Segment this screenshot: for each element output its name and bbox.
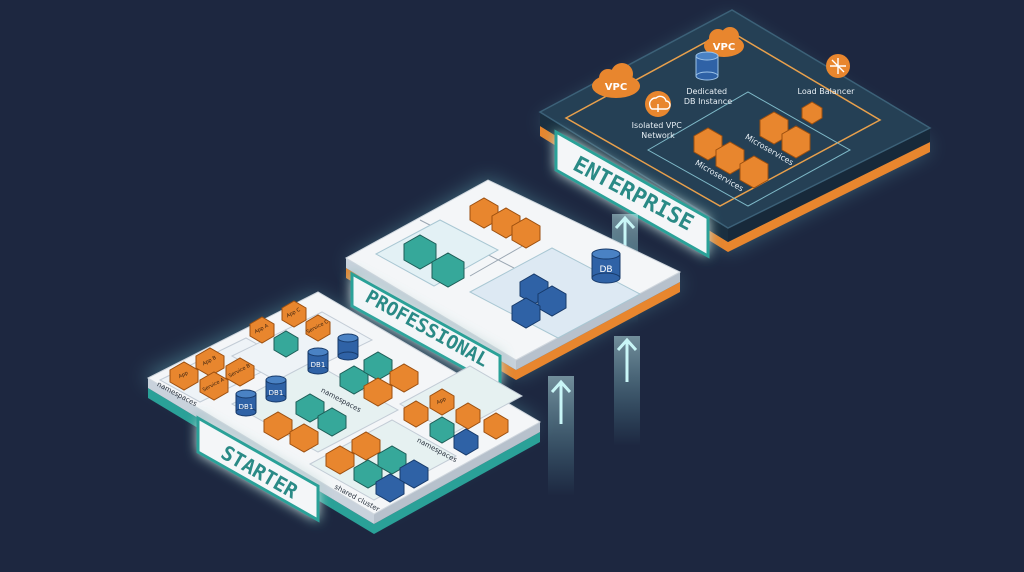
- professional-platform: DB PROFESSIONAL: [344, 178, 684, 391]
- isolated-vpc-label: Isolated VPC Network: [632, 121, 685, 140]
- database-icon: [591, 248, 621, 284]
- load-balancer-icon: [826, 54, 850, 78]
- database-icon: [307, 347, 329, 375]
- cloud-icon: VPC: [592, 63, 640, 98]
- db-top-label: DB1: [311, 361, 326, 369]
- starter-containers: [169, 300, 509, 503]
- professional-containers: [403, 197, 567, 329]
- upgrade-arrow: [614, 336, 640, 446]
- load-balancer-label: Load Balancer: [798, 87, 856, 96]
- dedicated-db-line: DB Instance: [684, 97, 732, 106]
- database-icon: [265, 375, 287, 403]
- app-label: App: [178, 370, 189, 380]
- dedicated-db-label: Dedicated DB Instance: [684, 87, 732, 106]
- db-mid-label: DB1: [269, 389, 284, 397]
- vpc-left-label: VPC: [605, 82, 627, 93]
- enterprise-platform: VPC VPC Dedicated DB Instance Isolated V…: [538, 9, 932, 259]
- isolated-vpc-line: Isolated VPC: [632, 121, 683, 130]
- upgrade-arrow: [548, 376, 574, 496]
- professional-db-label: DB: [599, 265, 612, 275]
- cloud-lock-icon: [645, 91, 671, 117]
- database-icon: [235, 389, 257, 417]
- vpc-top-label: VPC: [713, 42, 735, 53]
- database-icon: [695, 51, 719, 81]
- db-left-label: DB1: [239, 403, 254, 411]
- app-label: App: [436, 396, 447, 406]
- isolated-vpc-line: Network: [641, 131, 675, 140]
- starter-platform: App A App B App C Service B Service C Ap…: [142, 291, 542, 534]
- database-icon: [337, 333, 359, 361]
- cloud-icon: VPC: [704, 27, 744, 57]
- enterprise-containers: [693, 101, 823, 189]
- starter-label-plate: [196, 415, 320, 523]
- enterprise-label-plate: [554, 129, 710, 259]
- dedicated-db-line: Dedicated: [686, 87, 727, 96]
